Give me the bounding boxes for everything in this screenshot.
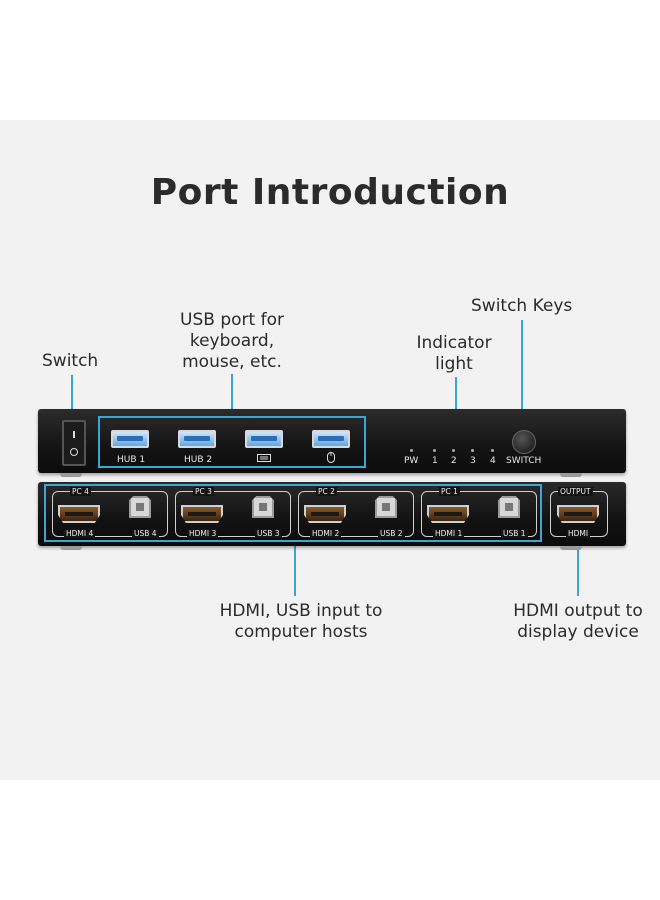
hdmi-2-port[interactable] bbox=[304, 505, 346, 523]
hub-1-label: HUB 1 bbox=[117, 455, 146, 465]
indicator-led-1 bbox=[433, 449, 436, 452]
pc-2-label: PC 2 bbox=[316, 487, 337, 496]
usb-1-label: USB 1 bbox=[501, 529, 528, 538]
indicator-callout-line-2: light bbox=[435, 354, 473, 374]
usb-b-1-port[interactable] bbox=[498, 496, 520, 518]
switch-button-label: SWITCH bbox=[506, 456, 542, 466]
indicator-callout-line bbox=[455, 377, 457, 423]
keyboard-icon bbox=[257, 454, 271, 462]
usb-ports-callout-line-1: USB port for bbox=[180, 310, 284, 330]
usb-ports-callout-line-3: mouse, etc. bbox=[182, 352, 282, 372]
hub-2-label: HUB 2 bbox=[184, 455, 213, 465]
hdmi-usb-input-callout-line-1: HDMI, USB input to bbox=[219, 601, 383, 621]
hdmi-usb-input-callout-line-2: computer hosts bbox=[234, 622, 368, 642]
pc-3-label: PC 3 bbox=[193, 487, 214, 496]
output-label: OUTPUT bbox=[558, 487, 593, 496]
hdmi-4-port[interactable] bbox=[58, 505, 100, 523]
output-hdmi-label: HDMI bbox=[566, 529, 591, 538]
pc-inputs-highlight bbox=[44, 484, 542, 542]
usb-ports-callout-line bbox=[231, 374, 233, 416]
indicator-label-3: 3 bbox=[470, 456, 476, 466]
hdmi-4-label: HDMI 4 bbox=[64, 529, 96, 538]
indicator-led-4 bbox=[491, 449, 494, 452]
indicator-led-2 bbox=[452, 449, 455, 452]
usb-port-keyboard[interactable] bbox=[245, 430, 283, 448]
switch-callout-line bbox=[71, 375, 73, 419]
front-foot-right bbox=[560, 473, 582, 477]
indicator-callout: Indicator light bbox=[404, 333, 504, 375]
back-foot-right bbox=[560, 546, 582, 550]
pc-2-port-group bbox=[298, 491, 414, 537]
back-foot-left bbox=[60, 546, 82, 550]
power-switch[interactable] bbox=[62, 420, 86, 466]
indicator-label-pw: PW bbox=[404, 456, 419, 466]
hdmi-usb-input-callout-line bbox=[294, 542, 296, 596]
hdmi-1-label: HDMI 1 bbox=[433, 529, 465, 538]
hdmi-output-port[interactable] bbox=[557, 505, 599, 523]
usb-port-hub-1[interactable] bbox=[111, 430, 149, 448]
pc-3-port-group bbox=[175, 491, 291, 537]
power-on-mark-icon bbox=[73, 431, 75, 438]
switch-button[interactable] bbox=[512, 430, 536, 454]
hdmi-output-callout: HDMI output to display device bbox=[508, 601, 648, 643]
indicator-led-pw bbox=[410, 449, 413, 452]
usb-2-label: USB 2 bbox=[378, 529, 405, 538]
indicator-callout-line-1: Indicator bbox=[416, 333, 492, 353]
hdmi-output-callout-line bbox=[577, 542, 579, 596]
usb-ports-callout: USB port for keyboard, mouse, etc. bbox=[162, 310, 302, 373]
switch-keys-callout-line bbox=[521, 320, 523, 428]
usb-4-label: USB 4 bbox=[132, 529, 159, 538]
mouse-icon bbox=[327, 452, 335, 463]
hdmi-usb-input-callout: HDMI, USB input to computer hosts bbox=[206, 601, 396, 643]
usb-port-hub-2[interactable] bbox=[178, 430, 216, 448]
switch-keys-callout: Switch Keys bbox=[471, 296, 573, 316]
page-title: Port Introduction bbox=[150, 172, 510, 213]
front-foot-left bbox=[60, 473, 82, 477]
indicator-label-1: 1 bbox=[432, 456, 438, 466]
hdmi-2-label: HDMI 2 bbox=[310, 529, 342, 538]
pc-4-port-group bbox=[52, 491, 168, 537]
indicator-label-2: 2 bbox=[451, 456, 457, 466]
indicator-led-3 bbox=[471, 449, 474, 452]
usb-hub-highlight bbox=[98, 416, 366, 468]
hdmi-output-callout-line-2: display device bbox=[517, 622, 639, 642]
indicator-label-4: 4 bbox=[490, 456, 496, 466]
hdmi-1-port[interactable] bbox=[427, 505, 469, 523]
switch-callout: Switch bbox=[42, 351, 99, 371]
power-off-mark-icon bbox=[70, 448, 78, 456]
hdmi-3-label: HDMI 3 bbox=[187, 529, 219, 538]
pc-4-label: PC 4 bbox=[70, 487, 91, 496]
hdmi-3-port[interactable] bbox=[181, 505, 223, 523]
pc-1-port-group bbox=[421, 491, 537, 537]
usb-port-mouse[interactable] bbox=[312, 430, 350, 448]
usb-ports-callout-line-2: keyboard, bbox=[189, 331, 275, 351]
usb-3-label: USB 3 bbox=[255, 529, 282, 538]
usb-b-3-port[interactable] bbox=[252, 496, 274, 518]
pc-1-label: PC 1 bbox=[439, 487, 460, 496]
usb-b-2-port[interactable] bbox=[375, 496, 397, 518]
usb-b-4-port[interactable] bbox=[129, 496, 151, 518]
hdmi-output-callout-line-1: HDMI output to bbox=[513, 601, 643, 621]
